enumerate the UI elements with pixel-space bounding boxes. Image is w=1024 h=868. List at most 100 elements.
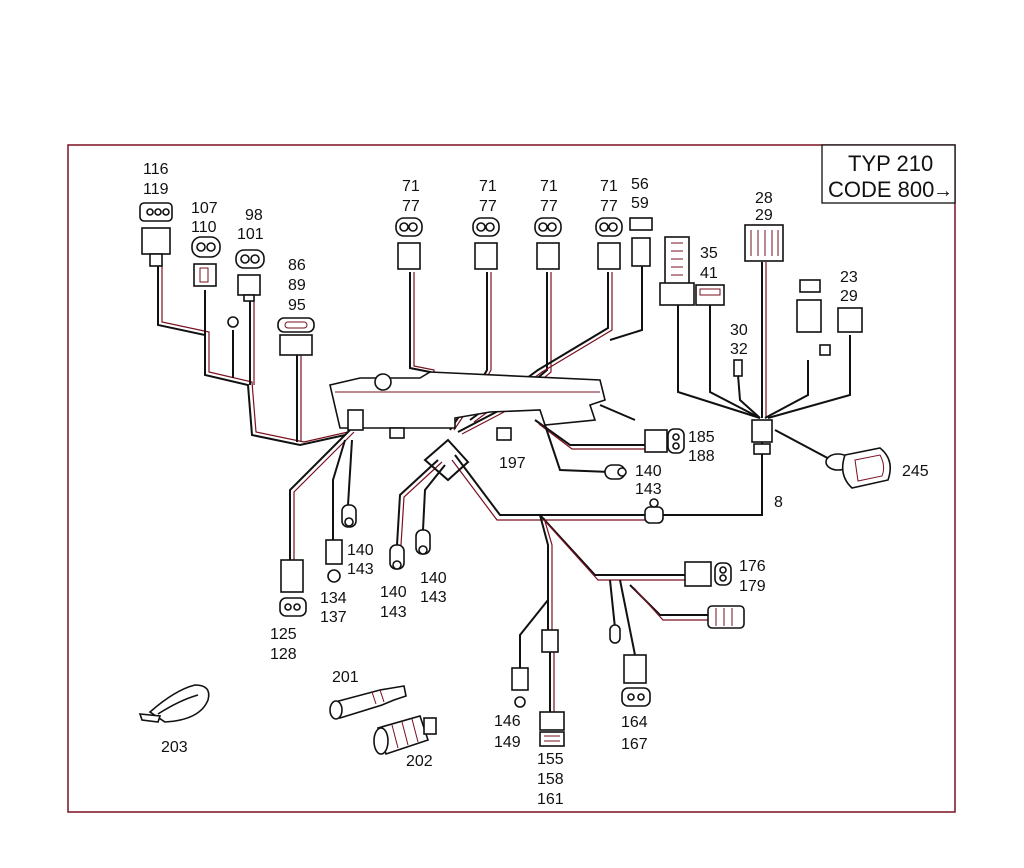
connector-71-d [595,217,623,270]
trunk-plug [751,419,773,455]
connector-71-c [534,217,562,270]
connector-71-b [472,217,500,270]
svg-text:107: 107 [191,200,218,217]
central-connector-block [329,371,606,482]
connector-28 [744,224,784,262]
callout-71-b: 71 77 [479,178,497,215]
callout-140-b: 140 143 [347,542,374,578]
type-label: TYP 210 [848,151,933,176]
svg-text:197: 197 [499,455,526,472]
connector-134 [325,539,343,583]
svg-text:29: 29 [840,288,858,305]
callout-201: 201 [332,669,359,686]
connector-30 [733,359,743,377]
diagram-frame [67,144,956,813]
ring-terminal-a [604,464,627,480]
ring-terminal-b [341,504,357,528]
svg-text:137: 137 [320,609,347,626]
svg-text:29: 29 [755,207,773,224]
harness-wires [157,262,851,712]
svg-text:8: 8 [774,494,783,511]
callout-98: 98 101 [237,207,264,243]
connector-164 [621,654,651,707]
callout-197: 197 [499,455,526,472]
callout-203: 203 [161,739,188,756]
callout-164: 164 167 [621,714,648,753]
svg-text:188: 188 [688,448,715,465]
ring-terminal-d [415,529,431,555]
svg-text:143: 143 [380,604,407,621]
callout-125: 125 128 [270,626,297,663]
svg-text:23: 23 [840,269,858,286]
callout-140-a: 140 143 [635,463,662,498]
svg-text:128: 128 [270,646,297,663]
callout-30: 30 32 [730,322,748,358]
arrow-icon: → [933,180,953,202]
connector-71-a [395,217,423,270]
svg-text:140: 140 [380,584,407,601]
svg-text:30: 30 [730,322,748,339]
callout-86: 86 89 95 [288,257,306,314]
connector-23 [796,279,863,356]
callout-140-d: 140 143 [420,570,447,606]
svg-text:125: 125 [270,626,297,643]
svg-text:56: 56 [631,176,649,193]
svg-text:164: 164 [621,714,648,731]
callout-107: 107 110 [191,200,218,236]
callout-146: 146 149 [494,713,521,751]
connector-98 [227,249,265,328]
connector-35 [695,284,725,306]
callout-71-c: 71 77 [540,178,558,215]
connector-116 [139,202,173,267]
svg-text:140: 140 [347,542,374,559]
svg-text:71: 71 [479,178,497,195]
svg-text:185: 185 [688,429,715,446]
callout-labels: 116 119 107 110 98 101 86 89 95 71 77 71… [143,161,929,808]
callout-245: 245 [902,463,929,480]
ring-terminal-e [609,624,621,644]
svg-text:245: 245 [902,463,929,480]
connector-86 [277,317,315,356]
svg-text:28: 28 [755,190,773,207]
inline-clip [541,629,559,653]
svg-text:143: 143 [635,481,662,498]
callout-8: 8 [774,494,783,511]
svg-text:95: 95 [288,297,306,314]
svg-text:101: 101 [237,226,264,243]
connector-56 [629,217,653,267]
svg-text:179: 179 [739,578,766,595]
tool-202 [373,715,437,756]
svg-text:134: 134 [320,590,347,607]
connector-185 [644,428,685,454]
svg-text:89: 89 [288,277,306,294]
svg-text:119: 119 [143,181,169,198]
cable-tie-203 [138,684,210,723]
tool-201 [329,685,407,720]
svg-text:98: 98 [245,207,263,224]
coax-plug [707,605,745,629]
svg-text:41: 41 [700,265,718,282]
svg-text:201: 201 [332,669,359,686]
svg-text:140: 140 [420,570,447,587]
svg-text:116: 116 [143,161,169,178]
svg-text:77: 77 [540,198,558,215]
svg-text:143: 143 [420,589,447,606]
svg-text:155: 155 [537,751,564,768]
svg-text:32: 32 [730,341,748,358]
svg-text:77: 77 [479,198,497,215]
callout-35: 35 41 [700,245,718,282]
callout-56: 56 59 [631,176,649,212]
connector-176 [684,561,732,587]
connector-125 [279,559,307,617]
connector-grid [659,236,695,306]
connector-107 [191,236,221,287]
type-code-box: TYP 210 CODE 800 → [821,144,956,204]
svg-text:167: 167 [621,736,648,753]
callout-155: 155 158 161 [537,751,564,808]
code-label: CODE 800 [828,177,934,202]
svg-text:77: 77 [402,198,420,215]
svg-text:158: 158 [537,771,564,788]
svg-text:202: 202 [406,753,433,770]
